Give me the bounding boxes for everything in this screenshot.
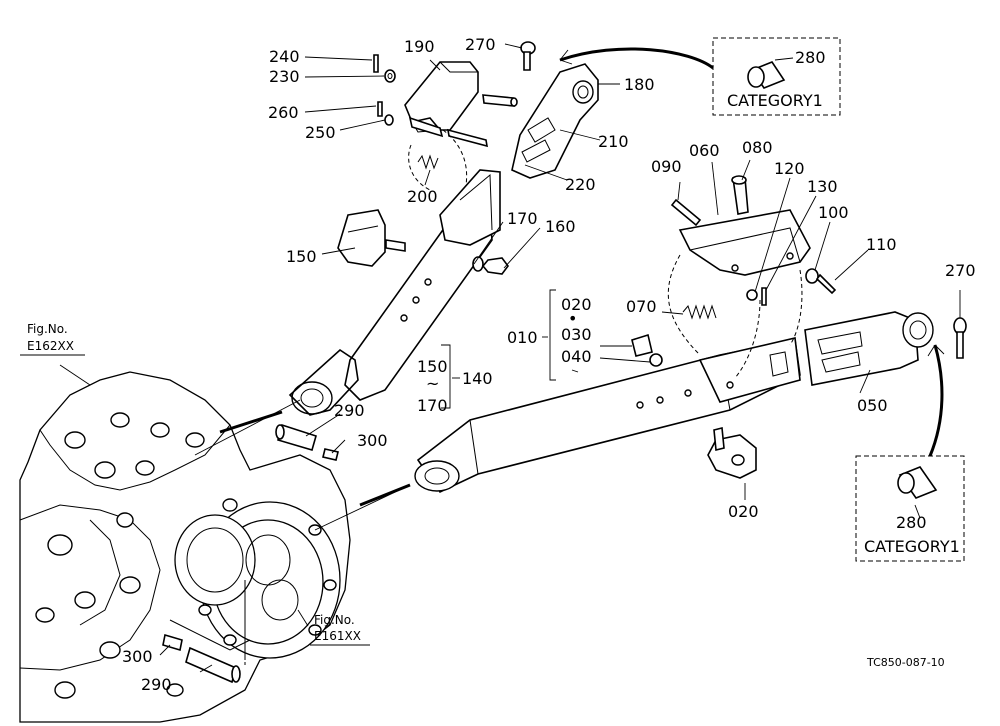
pin-110 [815, 273, 837, 295]
label-130: 130 [807, 177, 838, 196]
spring-200 [417, 154, 439, 170]
label-240: 240 [269, 47, 300, 66]
label-270-right: 270 [945, 261, 976, 280]
label-100: 100 [818, 203, 849, 222]
label-group-010-item-030: 030 [561, 325, 592, 344]
label-300-upper: 300 [357, 431, 388, 450]
bushing-280-bottom [897, 466, 938, 499]
extension-050 [804, 311, 934, 386]
washer-100 [805, 268, 819, 284]
label-300-lower: 300 [122, 647, 153, 666]
label-260: 260 [268, 103, 299, 122]
label-group-010-item-040: 040 [561, 347, 592, 366]
fig-ref-1-code: E162XX [27, 339, 74, 353]
label-160: 160 [545, 217, 576, 236]
pin-a [482, 94, 518, 107]
label-190: 190 [404, 37, 435, 56]
stopper-060 [678, 209, 811, 276]
pin-b [447, 128, 488, 148]
leaders [20, 43, 961, 673]
fig-ref-1-prefix: Fig.No. [27, 322, 68, 336]
label-200: 200 [407, 187, 438, 206]
pin-290-lower [185, 646, 241, 684]
nut-120 [746, 289, 758, 301]
label-group-010-dot: • [568, 309, 577, 328]
label-110: 110 [866, 235, 897, 254]
pin-230-washer [384, 69, 396, 83]
bolt-300-lower [162, 633, 183, 652]
lynch-pin-270-top [520, 41, 536, 71]
category-box-top [712, 37, 841, 116]
bracket-150 [337, 209, 406, 267]
label-280-top: 280 [795, 48, 826, 67]
pin-130 [761, 287, 767, 306]
label-group-010-item-020: 020 [561, 295, 592, 314]
drawing-code: TC850-087-10 [866, 656, 945, 669]
fig-ref-2-prefix: Fig.No. [314, 613, 355, 627]
upper-bracket-190 [404, 61, 479, 138]
label-group-140: 140 [462, 369, 493, 388]
top-link-140 [288, 169, 501, 416]
transmission-housing [19, 371, 351, 723]
label-060: 060 [689, 141, 720, 160]
label-150: 150 [286, 247, 317, 266]
washer-040 [649, 353, 663, 367]
link-line-upper [219, 410, 283, 434]
washer-250 [384, 114, 394, 126]
label-group-140-to: 170 [417, 396, 448, 415]
arrow-to-050 [928, 344, 944, 457]
label-080: 080 [742, 138, 773, 157]
label-070: 070 [626, 297, 657, 316]
arrow-to-180 [559, 47, 714, 70]
label-270-top: 270 [465, 35, 496, 54]
fig-ref-2-code: E161XX [314, 629, 361, 643]
label-category1-top: CATEGORY1 [727, 91, 823, 110]
nut-160 [481, 257, 509, 275]
label-category1-bottom: CATEGORY1 [864, 537, 960, 556]
pin-240 [373, 54, 379, 73]
lynch-pin-270-right [953, 317, 967, 359]
label-170: 170 [507, 209, 538, 228]
label-group-140-tilde: ~ [426, 374, 439, 393]
label-290-upper: 290 [334, 401, 365, 420]
lever-180-210 [511, 63, 599, 179]
label-group-140-from: 150 [417, 357, 448, 376]
label-050: 050 [857, 396, 888, 415]
label-220: 220 [565, 175, 596, 194]
washer-170 [472, 256, 484, 272]
assembly-line-1 [194, 399, 301, 456]
lower-link-010 [414, 337, 801, 494]
label-090: 090 [651, 157, 682, 176]
bolt-300-upper [322, 448, 339, 461]
label-280-bottom: 280 [896, 513, 927, 532]
label-230: 230 [269, 67, 300, 86]
label-group-010: 010 [507, 328, 538, 347]
label-020-lower: 020 [728, 502, 759, 521]
bushing-030 [631, 333, 653, 357]
category-box-bottom [855, 455, 965, 562]
spring-070 [682, 304, 717, 320]
label-210: 210 [598, 132, 629, 151]
label-180: 180 [624, 75, 655, 94]
bolt-090 [670, 198, 702, 227]
pin-290-upper [275, 423, 317, 451]
bushing-280-top [747, 61, 786, 89]
pin-260 [377, 101, 383, 117]
label-120: 120 [774, 159, 805, 178]
bracket-020 [707, 426, 757, 479]
bolt-080 [731, 175, 749, 215]
label-250: 250 [305, 123, 336, 142]
label-290-lower: 290 [141, 675, 172, 694]
